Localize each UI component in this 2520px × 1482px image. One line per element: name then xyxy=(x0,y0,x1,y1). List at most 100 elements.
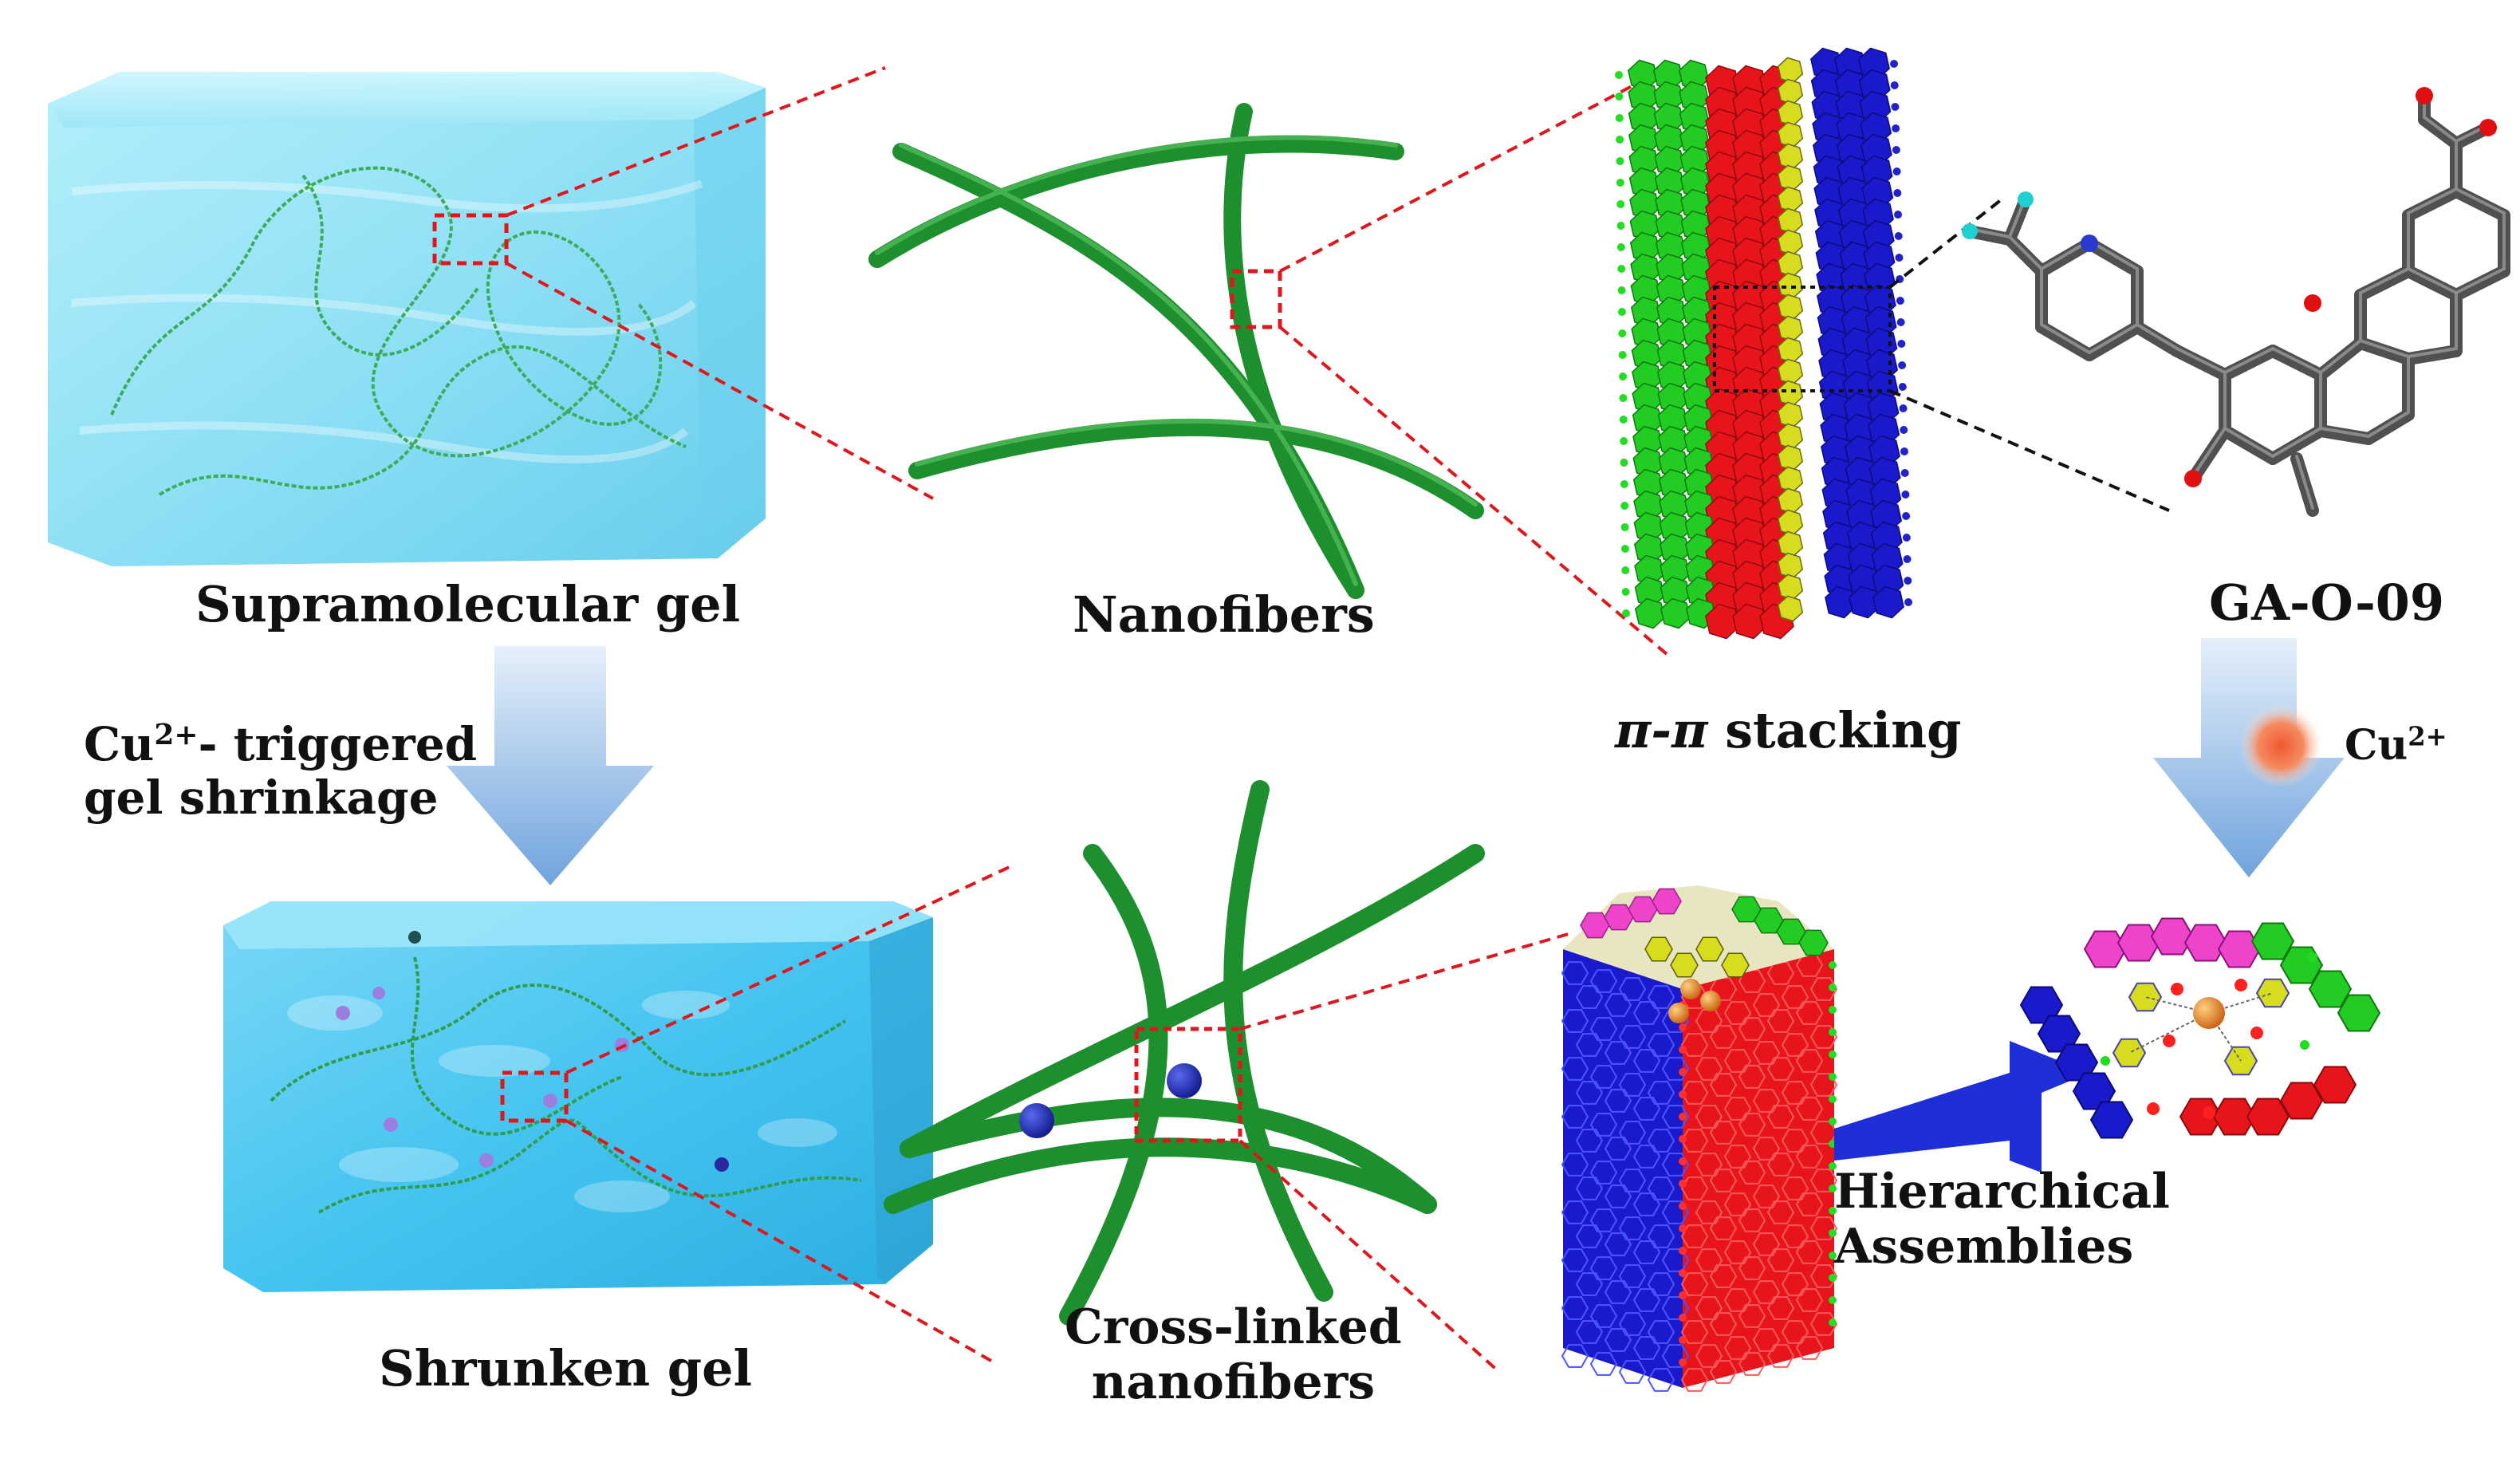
stack-atom xyxy=(1898,361,1907,369)
stack-atom xyxy=(1896,297,1904,305)
column-hex xyxy=(1723,1049,1752,1073)
column-hex xyxy=(1632,1336,1661,1360)
column-hex xyxy=(1781,1320,1809,1344)
column-hex xyxy=(1561,1105,1589,1129)
column-top-hex xyxy=(1754,907,1784,934)
column-atom xyxy=(1829,1028,1837,1036)
column-hex xyxy=(1809,1312,1838,1336)
bond xyxy=(2083,237,2144,278)
column-atom xyxy=(1679,1023,1687,1031)
column-atom xyxy=(1679,1046,1687,1054)
cu-ring-complex xyxy=(2019,917,2381,1139)
ring-atom xyxy=(2308,952,2317,962)
column-red-face xyxy=(1683,949,1834,1388)
column-hex xyxy=(1752,1041,1781,1065)
hierarchical-assembly-column xyxy=(1561,885,1838,1392)
stack-atom xyxy=(1620,437,1628,445)
column-hex xyxy=(1723,1192,1752,1216)
column-hex xyxy=(1795,1192,1824,1216)
oxygen-atom xyxy=(2416,87,2433,104)
stack-atom xyxy=(1616,222,1625,230)
ring-oxygen-atom xyxy=(2163,1035,2175,1047)
ring-hex-magenta xyxy=(2116,924,2161,962)
cu-crosslink-node xyxy=(1167,1063,1202,1098)
column-hex xyxy=(1695,1200,1723,1224)
stack-atom xyxy=(1617,265,1626,273)
bond xyxy=(2314,337,2367,381)
column-atom xyxy=(1829,1162,1837,1170)
column-hex xyxy=(1709,1025,1738,1049)
bond-highlight xyxy=(2319,339,2362,374)
column-hex xyxy=(1695,1105,1723,1129)
column-hex xyxy=(1618,1121,1647,1145)
column-hex xyxy=(1561,1344,1589,1368)
ring-hex-green xyxy=(2337,994,2381,1032)
nanofibers-network xyxy=(868,103,1484,599)
column-atom xyxy=(1829,961,1837,969)
column-top-hex xyxy=(1776,918,1806,945)
bond-highlight xyxy=(2407,187,2458,215)
ring-oxygen-atom xyxy=(2203,1106,2215,1119)
stack-atom xyxy=(1893,189,1902,197)
stack-atom xyxy=(1621,588,1630,596)
stack-atom xyxy=(1619,416,1628,424)
cu-crosslink-node xyxy=(1019,1103,1054,1138)
column-hex xyxy=(1589,1256,1618,1280)
bond xyxy=(2402,185,2463,222)
column-hex xyxy=(1589,1065,1618,1089)
column-hex xyxy=(1738,1161,1766,1184)
stack-atom xyxy=(1620,459,1628,467)
zoom-line xyxy=(1239,932,1572,1031)
column-top-hex xyxy=(1628,896,1658,923)
bond-highlight xyxy=(2423,116,2458,143)
column-hex xyxy=(1738,1065,1766,1089)
oxygen-atom xyxy=(2184,470,2202,487)
column-hex xyxy=(1781,1177,1809,1200)
cu-trigger-line1: Cu2+- triggered xyxy=(84,718,477,771)
column-top-hex xyxy=(1731,896,1762,923)
stack-hex-green xyxy=(1634,597,1666,629)
column-atom xyxy=(1829,983,1837,991)
stack-atom xyxy=(1892,124,1900,132)
column-hex xyxy=(1695,1248,1723,1272)
bond-highlight xyxy=(2271,347,2322,374)
column-hex xyxy=(1795,1145,1824,1169)
ring-hex-magenta xyxy=(2183,924,2228,962)
bond xyxy=(2131,321,2183,357)
zoom-box xyxy=(1713,286,1892,392)
column-hex xyxy=(1575,985,1604,1009)
column-atom xyxy=(1679,1202,1687,1210)
column-hex xyxy=(1752,1137,1781,1161)
column-atom xyxy=(1679,1269,1687,1277)
column-hex xyxy=(1561,1057,1589,1081)
coordination-bond xyxy=(2208,1012,2242,1062)
stack-hex-blue xyxy=(1872,585,1904,619)
coordination-bond xyxy=(2128,1012,2210,1054)
stack-atom xyxy=(1615,114,1624,122)
column-hex xyxy=(1781,1081,1809,1105)
column-hex xyxy=(1589,1352,1618,1376)
stack-atom xyxy=(1618,329,1627,337)
column-hex xyxy=(1632,1145,1661,1169)
stack-atom xyxy=(1900,426,1908,434)
bond-highlight xyxy=(2359,339,2410,358)
column-hex xyxy=(1766,1200,1795,1224)
oxygen-atom xyxy=(2479,119,2497,136)
column-hex xyxy=(1766,1153,1795,1177)
bond xyxy=(2219,345,2279,381)
ring-hex-red xyxy=(2313,1066,2357,1104)
column-hex xyxy=(1575,1129,1604,1153)
column-hex xyxy=(1738,1256,1766,1280)
column-hex xyxy=(1709,1264,1738,1288)
column-hex xyxy=(1561,961,1589,985)
stack-atom xyxy=(1904,577,1912,585)
column-hex xyxy=(1809,1025,1838,1049)
column-hex xyxy=(1618,1025,1647,1049)
column-hex xyxy=(1647,1224,1675,1248)
column-hex xyxy=(1647,985,1675,1009)
column-atom xyxy=(1679,1157,1687,1165)
column-hex xyxy=(1589,1113,1618,1137)
column-atom xyxy=(1679,1358,1687,1366)
pi-stacking-greek: π-π xyxy=(1615,701,1708,759)
column-blue-face xyxy=(1563,949,1683,1388)
